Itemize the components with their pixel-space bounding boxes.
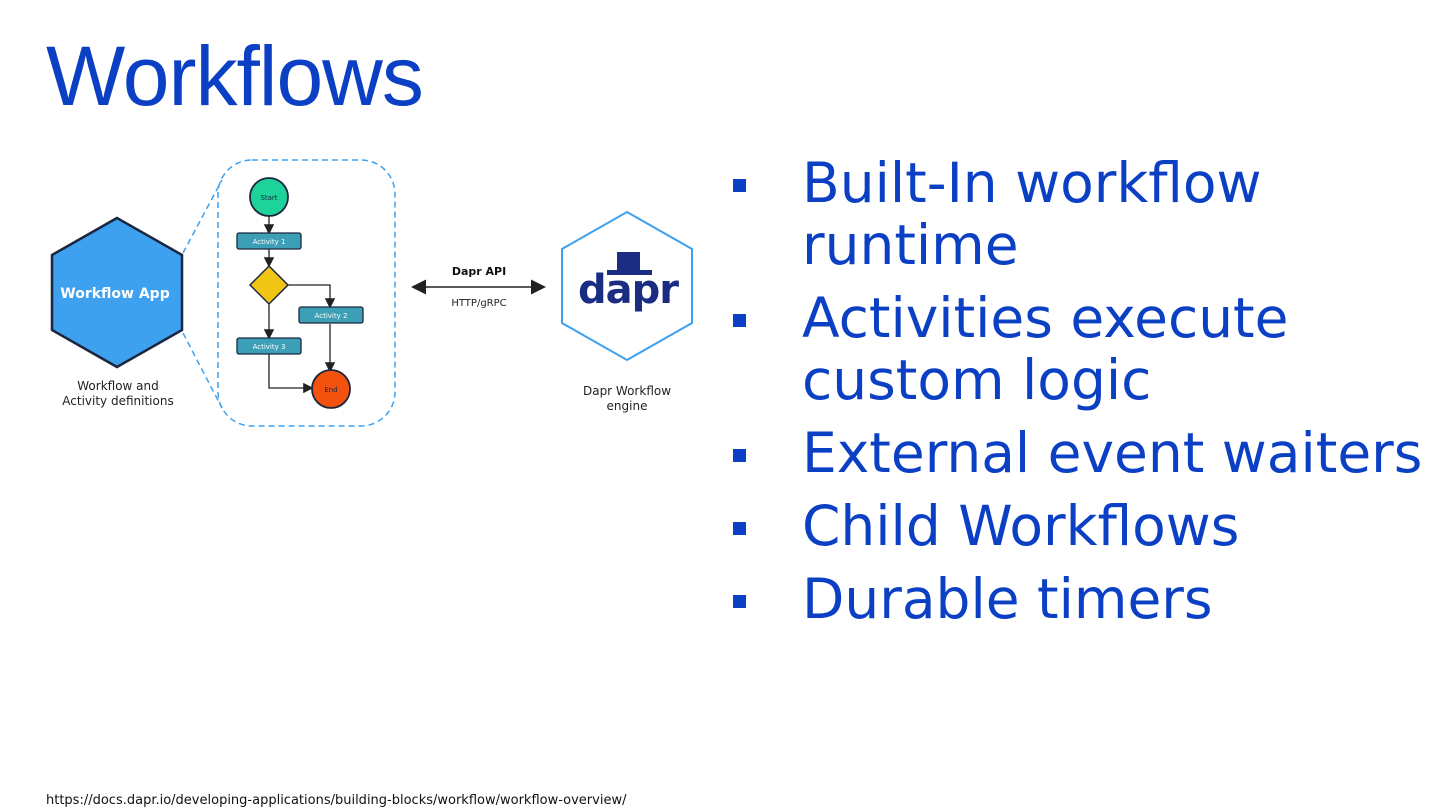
workflow-diagram: Workflow App Workflow and Activity defin…: [50, 159, 693, 427]
engine-caption-line1: Dapr Workflow: [583, 384, 671, 398]
app-caption-line1: Workflow and: [77, 379, 159, 393]
activity-1-node: [236, 232, 302, 250]
protocol-label: HTTP/gRPC: [451, 298, 506, 309]
connector-decision-activity2: [288, 284, 336, 309]
bullet-text: External event waiters: [802, 421, 1423, 485]
square-bullet-icon: [733, 179, 746, 192]
zoom-line-top: [182, 179, 223, 254]
bullet-text: Activities execute custom logic: [802, 286, 1289, 412]
decision-node: [248, 264, 290, 306]
start-label: Start: [260, 194, 277, 202]
connector-activity3-end: [268, 354, 314, 394]
start-node: [249, 177, 289, 217]
bullet-item: Activities execute custom logic: [730, 287, 1430, 411]
dapr-logo-text: dapr: [578, 267, 679, 313]
engine-caption-line2: engine: [607, 399, 648, 413]
dapr-api-label: Dapr API: [452, 265, 506, 278]
dapr-engine-hexagon: [561, 210, 693, 362]
activity-3-node: [236, 337, 302, 355]
workflow-app-label: Workflow App: [60, 286, 169, 302]
slide-title: Workflows: [46, 29, 424, 123]
end-node: [311, 369, 351, 409]
bullet-item: Built-In workflow runtime: [730, 152, 1430, 276]
zoom-line-bottom: [182, 332, 223, 409]
workflow-app-hexagon: [50, 216, 184, 369]
source-url-link[interactable]: https://docs.dapr.io/developing-applicat…: [46, 793, 627, 808]
bullet-text: Child Workflows: [802, 494, 1240, 558]
feature-bullet-list: Built-In workflow runtime Activities exe…: [730, 152, 1430, 641]
square-bullet-icon: [733, 522, 746, 535]
activity-2-label: Activity 2: [315, 312, 348, 320]
dapr-hat-icon: [607, 252, 652, 275]
bullet-item: External event waiters: [730, 422, 1430, 484]
activity-3-label: Activity 3: [253, 343, 286, 351]
bullet-item: Durable timers: [730, 568, 1430, 630]
end-label: End: [324, 386, 337, 394]
activity-2-node: [298, 306, 364, 324]
square-bullet-icon: [733, 595, 746, 608]
bullet-text: Built-In workflow runtime: [802, 151, 1262, 277]
bullet-item: Child Workflows: [730, 495, 1430, 557]
square-bullet-icon: [733, 314, 746, 327]
app-caption-line2: Activity definitions: [62, 394, 173, 408]
bullet-text: Durable timers: [802, 567, 1213, 631]
square-bullet-icon: [733, 449, 746, 462]
activity-1-label: Activity 1: [253, 238, 286, 246]
workflow-detail-frame: [217, 159, 396, 427]
